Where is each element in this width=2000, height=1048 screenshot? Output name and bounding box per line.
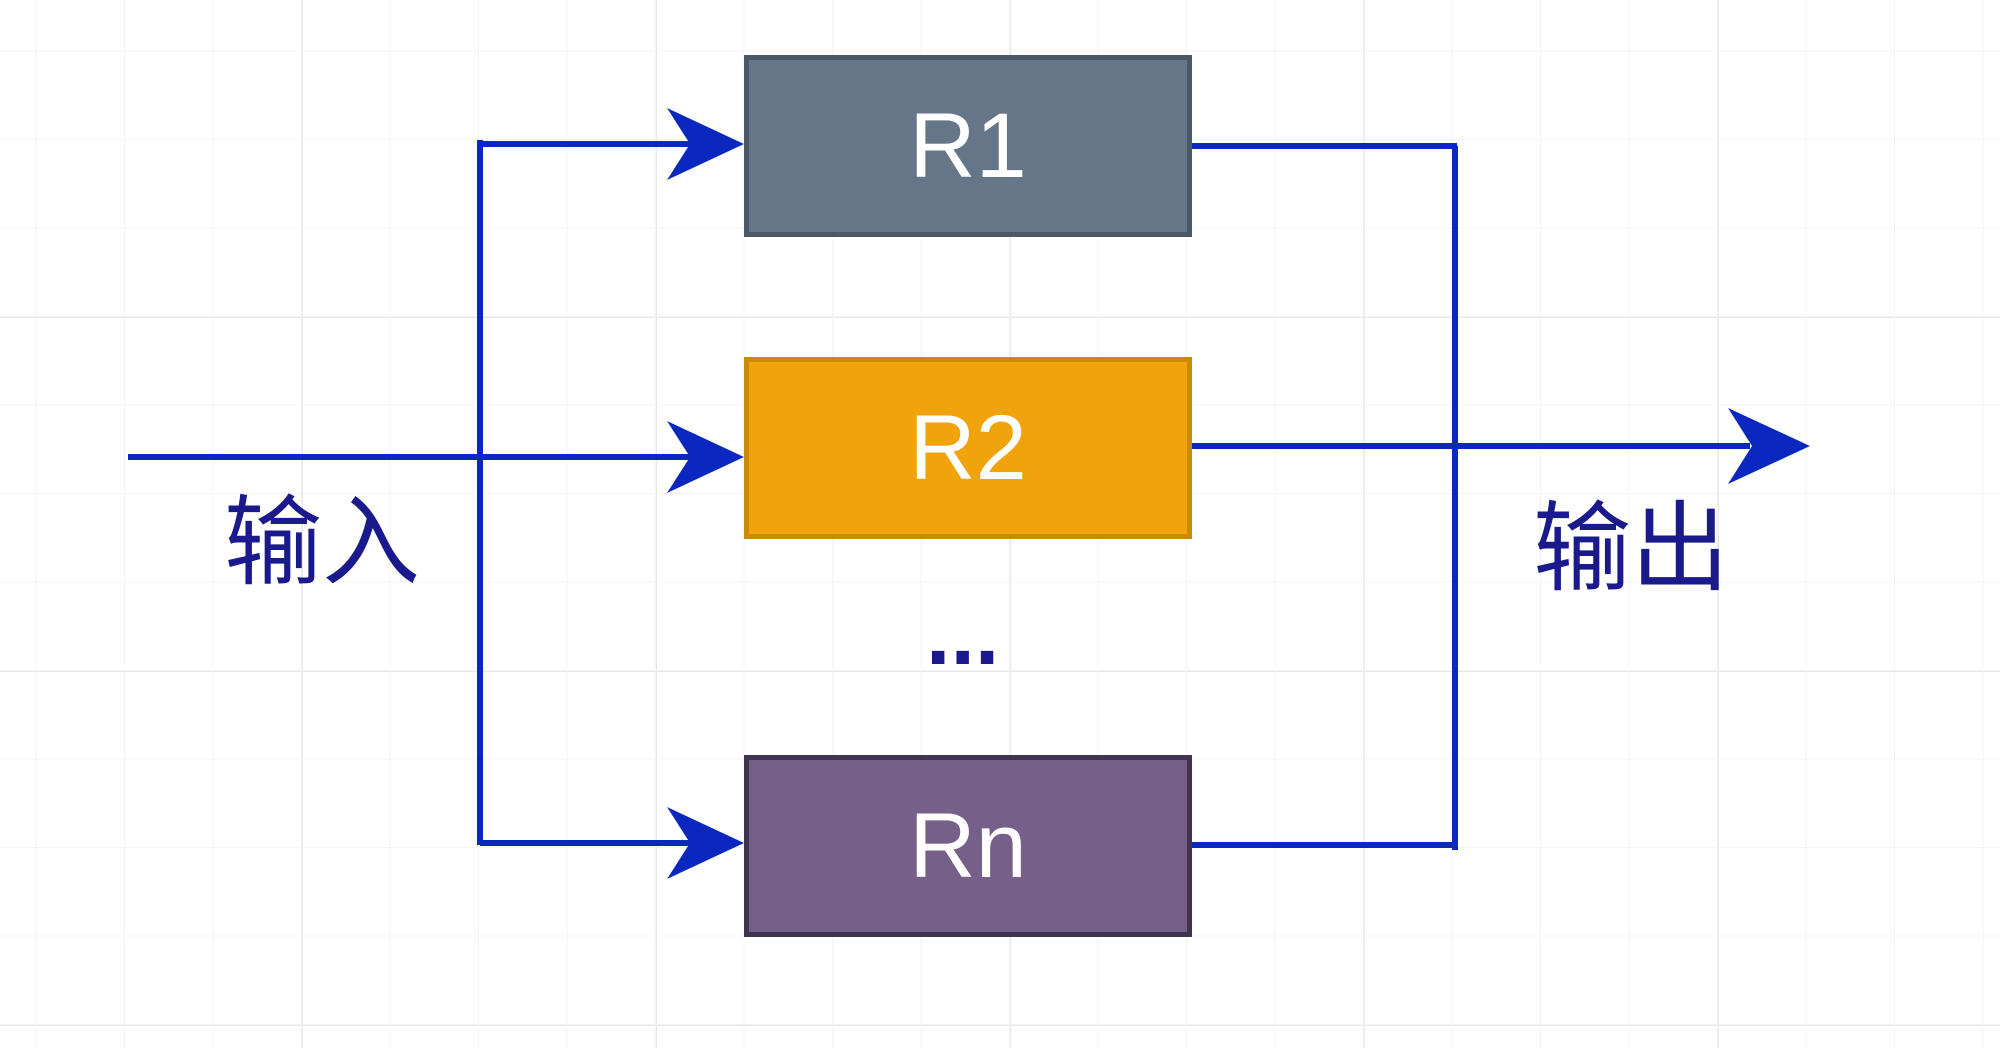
process-box-r1[interactable]: R1 — [744, 55, 1192, 237]
ellipsis-more-nodes: ... — [926, 584, 1000, 683]
process-box-r2[interactable]: R2 — [744, 357, 1192, 539]
output-label: 输出 — [1533, 492, 1730, 606]
arrow-to-r2 — [667, 421, 744, 493]
arrow-to-rn — [667, 807, 744, 879]
process-box-rn[interactable]: Rn — [744, 755, 1192, 937]
input-label: 输入 — [224, 486, 421, 600]
output-arrowhead — [1728, 408, 1810, 484]
arrow-to-r1 — [667, 108, 744, 180]
